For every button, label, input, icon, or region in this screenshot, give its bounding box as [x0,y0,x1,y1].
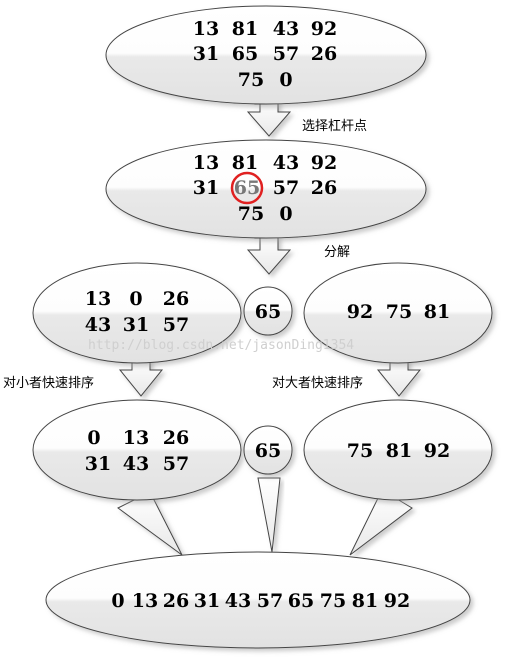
partition-left-value: 43 [85,314,111,336]
pivot-array-value: 75 [238,203,264,225]
partition-right-value: 75 [386,301,412,323]
node-partition-left: 13 0 26 43 31 57 [32,262,242,364]
node-pivot-selected: 13 81 43 92 31 65 57 26 75 0 [105,139,427,239]
initial-value: 92 [311,18,337,40]
result-value: 92 [384,590,410,612]
pivot-array-value: 81 [232,152,258,174]
initial-value: 65 [232,43,258,65]
result-value: 43 [225,590,251,612]
sorted-pivot-value: 65 [255,440,281,462]
pivot-array-value: 26 [311,177,337,199]
partition-right-value: 92 [347,301,373,323]
pivot-array-value: 13 [193,152,219,174]
merge-wedge-left [117,491,183,556]
initial-value: 81 [232,18,258,40]
initial-value: 43 [273,18,299,40]
initial-value: 0 [279,69,292,91]
pivot-array-value: 31 [193,177,219,199]
result-value: 31 [194,590,220,612]
partition-left-value: 26 [163,288,189,310]
arrow-down-right [376,357,422,397]
arrow-down-left [118,357,164,397]
merge-wedge-center [257,477,281,553]
pivot-highlight-ring [230,171,264,205]
partition-left-value: 31 [123,314,149,336]
node-partition-right: 92 75 81 [303,262,493,364]
result-value: 57 [257,590,283,612]
node-partition-pivot: 65 [243,286,293,336]
partition-left-value: 57 [163,314,189,336]
step-sort-small-label: 对小者快速排序 [3,376,94,391]
sorted-left-value: 57 [163,453,189,475]
sorted-left-value: 0 [87,427,100,449]
pivot-array-value: 43 [273,152,299,174]
watermark: http://blog.csdn.net/jasonDing1354 [88,338,354,353]
initial-value: 26 [311,43,337,65]
result-value: 13 [132,590,158,612]
node-sorted-right: 75 81 92 [303,399,493,501]
node-sorted-left: 0 13 26 31 43 57 [32,399,242,501]
result-value: 65 [288,590,314,612]
partition-left-value: 13 [85,288,111,310]
arrow-down-2 [246,235,292,275]
initial-value: 13 [193,18,219,40]
initial-value: 31 [193,43,219,65]
step-sort-large-label: 对大者快速排序 [272,376,363,391]
node-sorted-pivot: 65 [243,425,293,475]
result-value: 26 [163,590,189,612]
arrow-down-1 [246,99,292,137]
result-value: 75 [320,590,346,612]
node-final-result: 0 13 26 31 43 57 65 75 81 92 [45,551,471,649]
pivot-value: 65 [234,177,260,199]
partition-right-value: 81 [424,301,450,323]
sorted-left-value: 43 [123,453,149,475]
result-value: 0 [111,590,124,612]
initial-value: 75 [238,69,264,91]
sorted-right-value: 75 [347,440,373,462]
sorted-right-value: 92 [424,440,450,462]
sorted-left-value: 26 [163,427,189,449]
partition-pivot-value: 65 [255,301,281,323]
result-value: 81 [352,590,378,612]
pivot-array-value: 0 [279,203,292,225]
step-choose-pivot-label: 选择杠杆点 [302,118,367,134]
initial-value: 57 [273,43,299,65]
pivot-array-value: 57 [273,177,299,199]
step-partition-label: 分解 [324,245,350,260]
pivot-array-value: 92 [311,152,337,174]
sorted-left-value: 31 [85,453,111,475]
sorted-right-value: 81 [386,440,412,462]
node-initial-array: 13 81 43 92 31 65 57 26 75 0 [105,5,427,105]
partition-left-value: 0 [129,288,142,310]
sorted-left-value: 13 [123,427,149,449]
